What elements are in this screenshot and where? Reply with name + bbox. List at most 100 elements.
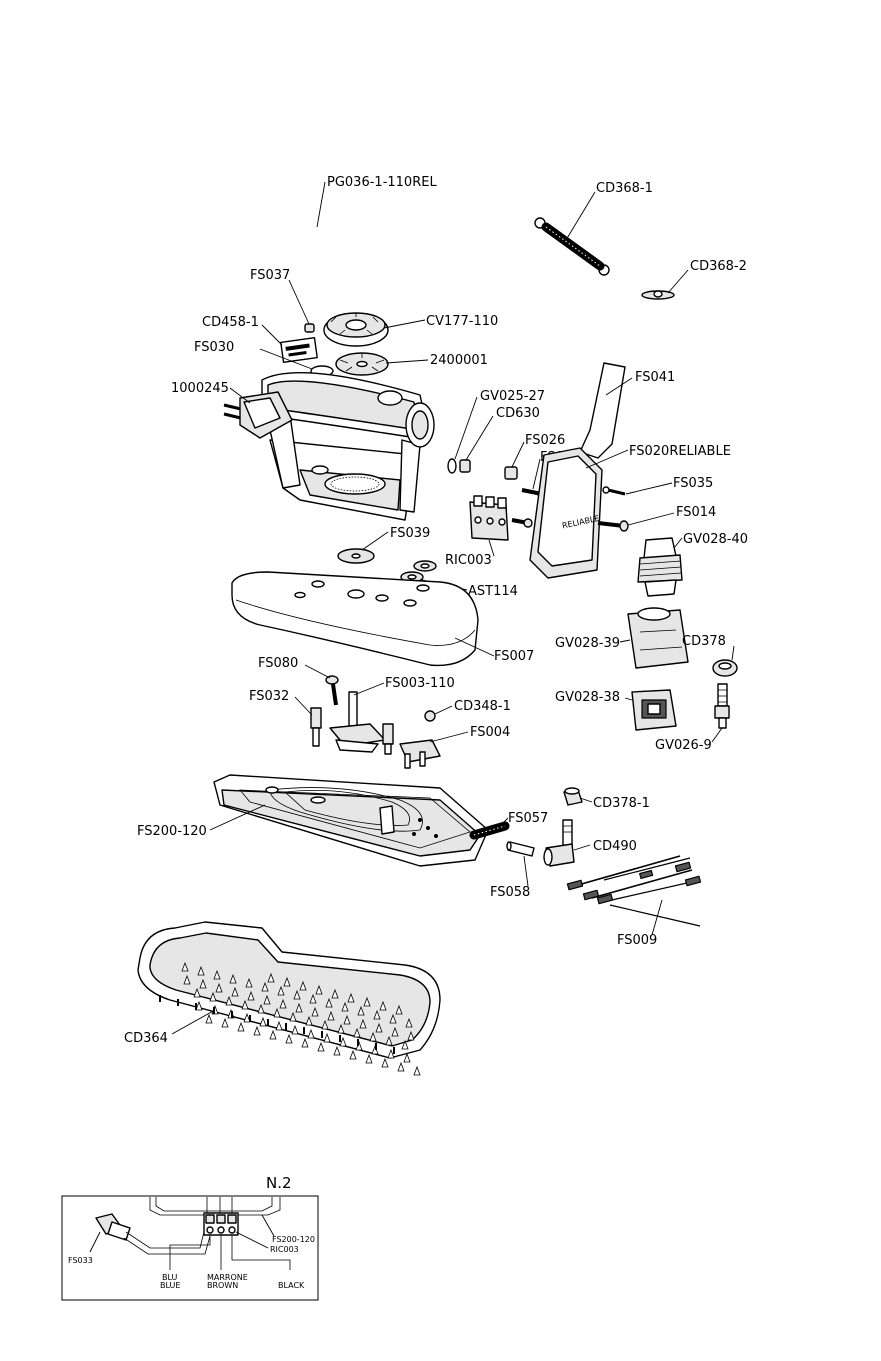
- inset-label-blue: BLUE: [160, 1281, 180, 1290]
- label-cv177: CV177-110: [426, 314, 498, 329]
- tray-cone: [183, 974, 191, 985]
- tray-cone: [395, 1004, 403, 1015]
- part-fs026: FS026: [504, 433, 565, 480]
- part-2400001-disc: 2400001: [335, 352, 488, 376]
- tray-cone: [293, 989, 301, 1000]
- tray-cone: [289, 1011, 297, 1022]
- tray-cone: [341, 1001, 349, 1012]
- part-cd378-1: CD378-1: [563, 787, 650, 811]
- tray-cone: [353, 1027, 361, 1038]
- inset-label-fs033: FS033: [68, 1256, 93, 1265]
- part-cd490-elbow: CD490: [543, 819, 637, 867]
- tray-cone: [181, 961, 189, 972]
- part-gv028-40: GV028-40: [637, 532, 748, 597]
- label-fs003: FS003-110: [385, 676, 455, 691]
- tray-cone: [263, 994, 271, 1005]
- part-gv028-38: GV028-38: [555, 689, 677, 731]
- inset-label-fs200: FS200-120: [272, 1235, 315, 1244]
- part-gv026-9: GV026-9: [655, 683, 730, 753]
- inset-label-ric003: RIC003: [270, 1245, 299, 1254]
- tray-cone: [231, 986, 239, 997]
- part-fs041-sleeve: FS041: [579, 362, 675, 459]
- tray-cone: [245, 977, 253, 988]
- part-fs037: FS037: [250, 268, 315, 333]
- tray-cone: [375, 1022, 383, 1033]
- tray-cone: [213, 969, 221, 980]
- tray-cone: [243, 1012, 251, 1023]
- inset-label-brown: BROWN: [207, 1281, 238, 1290]
- tray-cone: [307, 1028, 315, 1039]
- tray-cone: [373, 1009, 381, 1020]
- label-cd490: CD490: [593, 839, 637, 854]
- label-gv028-39: GV028-39: [555, 636, 620, 651]
- tray-cone: [401, 1039, 409, 1050]
- tray-cone: [311, 1006, 319, 1017]
- tray-cone: [405, 1017, 413, 1028]
- tray-cone: [215, 982, 223, 993]
- inset-label-blu: BLU: [162, 1273, 178, 1282]
- tray-cone: [339, 1036, 347, 1047]
- inset-label-marrone: MARRONE: [207, 1273, 248, 1282]
- part-fs200-120-soleplate: FS200-120: [137, 774, 489, 867]
- tray-cone: [317, 1041, 325, 1052]
- tray-cone: [259, 1016, 267, 1027]
- tray-cone: [241, 999, 249, 1010]
- label-fs014: FS014: [676, 505, 716, 520]
- part-fs032: FS032: [249, 689, 394, 755]
- part-fs007-cover: FS007: [231, 571, 534, 667]
- label-fs020: FS020RELIABLE: [629, 444, 731, 459]
- tray-cones: [159, 961, 421, 1076]
- label-fs039: FS039: [390, 526, 430, 541]
- label-gv025-27: GV025-27: [480, 389, 545, 404]
- part-cd348-1: CD348-1: [424, 699, 511, 722]
- tray-cone: [195, 1000, 203, 1011]
- label-cd368-1: CD368-1: [596, 181, 653, 196]
- part-fs004-switch: FS004: [399, 725, 510, 769]
- part-fs057-spring: FS057: [469, 811, 548, 840]
- tray-cone: [333, 1045, 341, 1056]
- label-pg036: PG036-1-110REL: [327, 175, 437, 190]
- tray-cone: [199, 978, 207, 989]
- tray-cone: [369, 1031, 377, 1042]
- tray-cone: [291, 1024, 299, 1035]
- tray-cone: [357, 1005, 365, 1016]
- tray-cone: [387, 1048, 395, 1059]
- part-fs080: FS080: [258, 656, 339, 706]
- tray-cone: [363, 996, 371, 1007]
- part-gv028-39: GV028-39: [555, 607, 689, 669]
- label-fs041: FS041: [635, 370, 675, 385]
- part-cd458-1: CD458-1: [202, 315, 318, 363]
- inset-title: N.2: [266, 1174, 292, 1192]
- tray-cone: [407, 1030, 415, 1041]
- label-fs009: FS009: [617, 933, 657, 948]
- label-fs004: FS004: [470, 725, 510, 740]
- tray-cone: [225, 995, 233, 1006]
- tray-cone: [381, 1057, 389, 1068]
- tray-cone: [253, 1025, 261, 1036]
- label-fs037: FS037: [250, 268, 290, 283]
- part-fs009-wires: FS009: [566, 855, 702, 948]
- tray-cone: [275, 1020, 283, 1031]
- tray-cone: [299, 980, 307, 991]
- tray-cone: [403, 1052, 411, 1063]
- wiring-inset-n2: N.2 FS033 FS200-120 RIC003 BLU BLUE: [61, 1174, 319, 1301]
- tray-cone: [257, 1003, 265, 1014]
- label-2400001: 2400001: [430, 353, 488, 368]
- tray-cone: [197, 965, 205, 976]
- tray-cone: [347, 992, 355, 1003]
- label-fs035: FS035: [673, 476, 713, 491]
- tray-cone: [277, 985, 285, 996]
- label-fs200: FS200-120: [137, 824, 207, 839]
- tray-cone: [349, 1049, 357, 1060]
- label-fs080: FS080: [258, 656, 298, 671]
- tray-cone: [205, 1013, 213, 1024]
- label-1000245: 1000245: [171, 381, 229, 396]
- label-fs007: FS007: [494, 649, 534, 664]
- tray-cone: [315, 984, 323, 995]
- tray-cone: [397, 1061, 405, 1072]
- tray-cone: [229, 973, 237, 984]
- label-cd348-1: CD348-1: [454, 699, 511, 714]
- part-ric003-terminal-block: RIC003: [445, 495, 509, 568]
- label-cd364: CD364: [124, 1031, 168, 1046]
